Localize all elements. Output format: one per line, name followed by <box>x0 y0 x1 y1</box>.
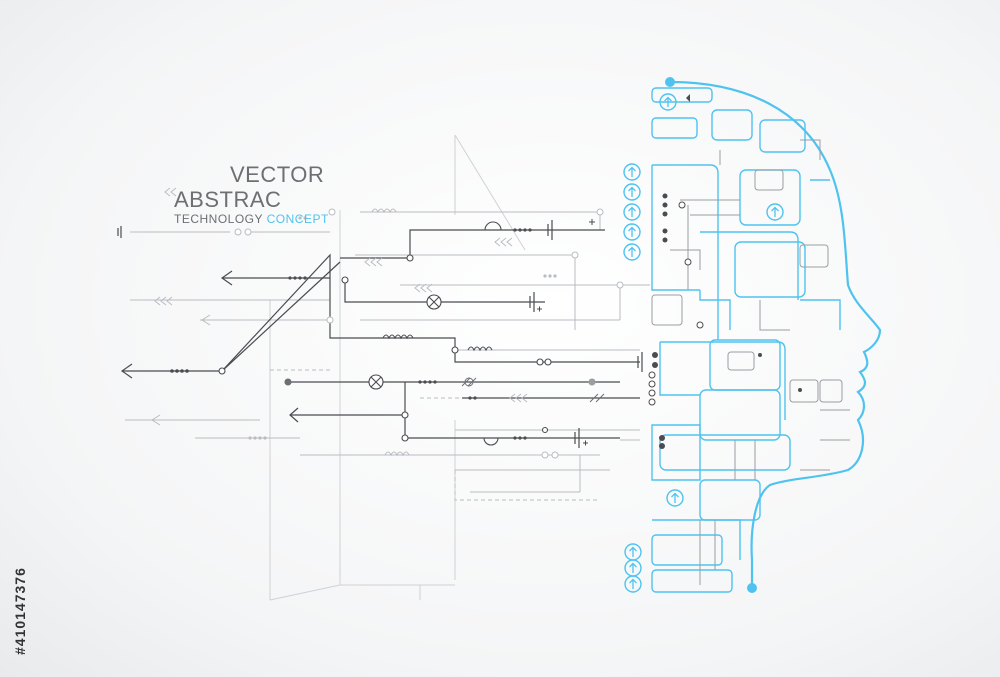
title-main: TECHNOLOGY <box>174 212 263 226</box>
chevron-decor <box>151 187 528 426</box>
title-line-1: VECTOR <box>230 162 325 187</box>
light-circuit-traces <box>125 211 650 493</box>
inductor-symbols <box>382 334 493 352</box>
title-line-3: TECHNOLOGY CONCEPT <box>174 213 329 225</box>
dark-circuit-traces <box>122 229 640 439</box>
circuit-face-icon <box>623 77 882 593</box>
switch-symbols <box>483 221 502 446</box>
title-block: VECTOR ABSTRAC TECHNOLOGY CONCEPT <box>174 162 328 234</box>
title-accent: CONCEPT <box>266 212 329 226</box>
stock-id-label: #410147376 <box>12 567 28 655</box>
capacitor-symbols <box>117 220 643 448</box>
light-inductor-symbols <box>371 208 410 457</box>
title-line-2: ABSTRAC <box>174 187 282 212</box>
faint-arrow-outline <box>269 134 526 601</box>
arrow-left-icon <box>120 270 299 423</box>
circuit-nodes <box>218 254 596 442</box>
plus-signs <box>537 219 595 446</box>
diode-symbols <box>461 377 605 403</box>
light-nodes <box>234 208 624 459</box>
light-dot-chains <box>248 216 557 440</box>
dot-chains <box>170 228 532 440</box>
lamp-icon <box>368 294 442 390</box>
